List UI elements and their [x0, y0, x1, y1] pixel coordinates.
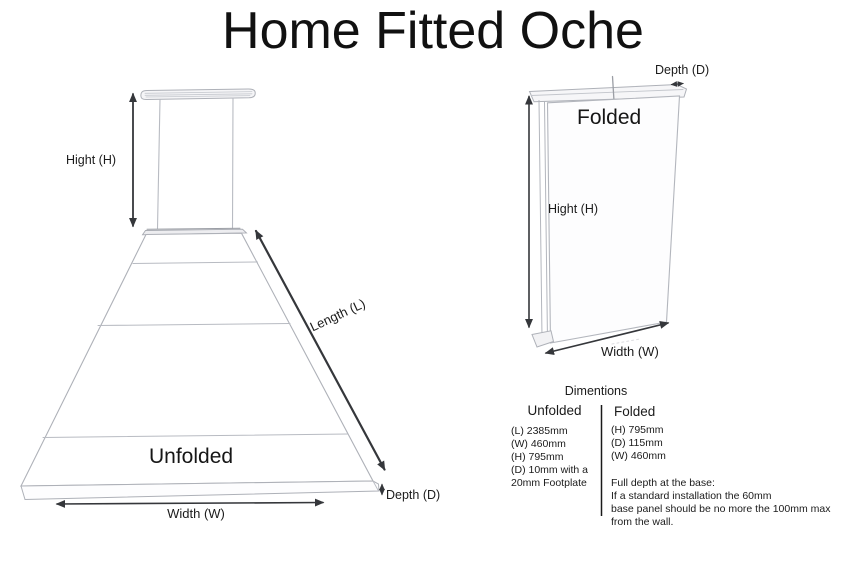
dim-line: (W) 460mm	[511, 437, 566, 450]
note-line: If a standard installation the 60mm	[611, 490, 772, 502]
dim-line: (W) 460mm	[611, 449, 666, 462]
unfolded-width-arrow	[55, 498, 325, 508]
unfolded-hight-label: Hight (H)	[66, 153, 117, 167]
unfolded-view-title: Unfolded	[149, 445, 234, 468]
folded-side-edges	[538, 100, 548, 342]
folded-view-title: Folded	[577, 106, 642, 129]
unfolded-upright-edges	[156, 97, 234, 230]
unfolded-width-label: Width (W)	[167, 506, 225, 521]
page-title: Home Fitted Oche	[222, 2, 644, 60]
note-line: Full depth at the base:	[611, 477, 715, 489]
folded-hight-label: Hight (H)	[548, 202, 599, 216]
dimensions-folded-values: (H) 795mm (D) 115mm (W) 460mm	[611, 424, 666, 463]
unfolded-footplate	[20, 480, 380, 501]
folded-depth-label: Depth (D)	[655, 63, 710, 77]
folded-centre-tick	[611, 75, 615, 102]
dim-line: (D) 115mm	[611, 436, 663, 449]
dimensions-folded-header: Folded	[614, 404, 656, 419]
dimensions-unfolded-values: (L) 2385mm (W) 460mm (H) 795mm (D) 10mm …	[511, 425, 588, 490]
folded-foot	[531, 330, 555, 348]
unfolded-sketch	[20, 88, 380, 501]
dim-line: (D) 10mm with a	[511, 463, 589, 476]
dimension-arrows	[55, 81, 684, 508]
folded-width-label: Width (W)	[601, 344, 659, 359]
dimensions-title: Dimentions	[564, 384, 628, 398]
dim-line: (H) 795mm	[511, 450, 564, 463]
dim-line: (L) 2385mm	[511, 425, 568, 437]
folded-panel	[546, 95, 681, 344]
dim-line: 20mm Footplate	[511, 476, 587, 489]
unfolded-depth-label: Depth (D)	[386, 488, 441, 502]
note-line: base panel should be no more the 100mm m…	[611, 503, 831, 515]
dimensions-unfolded-header: Unfolded	[527, 403, 582, 418]
note-line: from the wall.	[611, 516, 674, 528]
installation-note: Full depth at the base: If a standard in…	[611, 477, 830, 529]
unfolded-length-arrow	[254, 229, 386, 471]
dim-line: (H) 795mm	[611, 424, 664, 436]
folded-depth-arrow	[670, 81, 684, 87]
folded-width-arrow	[544, 321, 670, 355]
